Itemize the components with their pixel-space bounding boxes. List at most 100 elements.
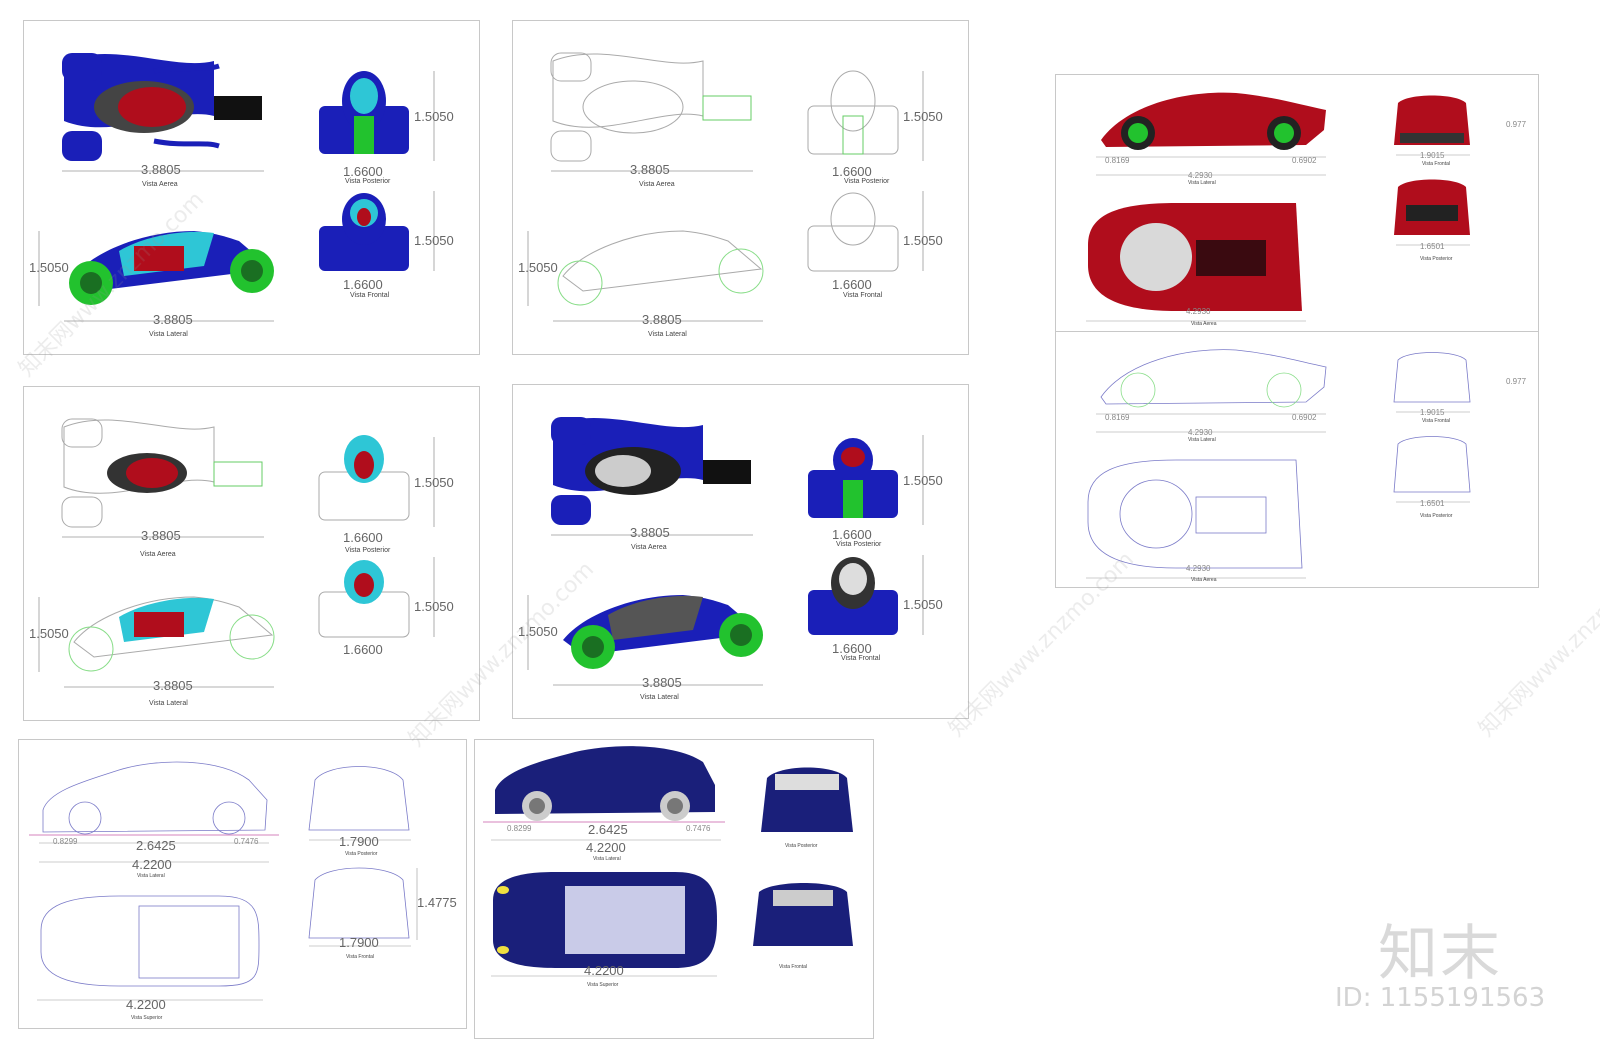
top-view-caption: Vista Aerea [631, 544, 667, 551]
side-view [69, 231, 274, 305]
wheelbase-dim: 2.6425 [136, 838, 176, 853]
top-view-caption: Vista Aerea [140, 551, 176, 558]
front-height-dim: 0.977 [1506, 120, 1527, 129]
sheet-hatchback-line: 0.8299 0.7476 2.6425 4.2200 Vista Latera… [18, 739, 467, 1029]
front-height-dim: 1.4775 [417, 895, 457, 910]
concept-color-1-drawing [38, 53, 435, 322]
rear-view-caption: Vista Posterior [844, 178, 890, 185]
concept-interior-drawing [38, 418, 435, 688]
front-overhang-dim: 0.8299 [53, 837, 78, 846]
rear-height-dim: 1.5050 [903, 473, 943, 488]
top-length-dim: 4.2200 [126, 997, 166, 1012]
rear-overhang-dim: 0.7476 [686, 824, 711, 833]
brand-logo: 知末 [1378, 919, 1502, 989]
front-width-dim: 1.6600 [832, 641, 872, 656]
top-length-dim: 4.2930 [1186, 307, 1211, 316]
front-height-dim: 1.5050 [903, 597, 943, 612]
rear-view-caption: Vista Posterior [836, 541, 882, 548]
side-view-caption: Vista Lateral [648, 331, 687, 338]
rear-width-dim: 1.6501 [1420, 242, 1445, 251]
concept-line-1-drawing [527, 52, 924, 322]
side-length-dim: 3.8805 [153, 312, 193, 327]
rear-height-dim: 1.5050 [414, 475, 454, 490]
hatchback-color-drawing [483, 746, 853, 977]
side-front-overhang-dim: 0.8169 [1105, 413, 1130, 422]
top-view-caption: Vista Aerea [1191, 577, 1217, 583]
top-view-caption: Vista Aerea [1191, 321, 1217, 327]
top-view-caption: Vista Superior [131, 1015, 163, 1021]
rear-width-dim: 1.6600 [343, 164, 383, 179]
hypercar-color-drawing [1086, 92, 1470, 322]
sheet-concept-line-1: 3.8805 Vista Aerea 1.5050 1.6600 Vista P… [512, 20, 969, 355]
top-length-dim: 3.8805 [141, 162, 181, 177]
front-width-dim: 1.7900 [339, 935, 379, 950]
rear-view-caption: Vista Posterior [1420, 513, 1453, 519]
side-front-overhang-dim: 0.8169 [1105, 156, 1130, 165]
rear-view-caption: Vista Posterior [1420, 256, 1453, 262]
sheet-hypercar-color: 0.8169 0.6902 4.2930 Vista Lateral 1.901… [1055, 74, 1539, 332]
hatchback-line-drawing [29, 761, 418, 1001]
side-view-caption: Vista Lateral [149, 700, 188, 707]
length-dim: 4.2200 [586, 840, 626, 855]
side-height-dim: 1.5050 [29, 626, 69, 641]
top-view-caption: Vista Superior [587, 982, 619, 988]
front-view-caption: Vista Frontal [841, 655, 881, 662]
side-view-caption: Vista Lateral [1188, 437, 1216, 443]
sheet-concept-interior: 3.8805 Vista Aerea 1.5050 1.6600 Vista P… [23, 386, 480, 721]
side-height-dim: 1.5050 [29, 260, 69, 275]
side-view-caption: Vista Lateral [1188, 180, 1216, 186]
front-view-caption: Vista Frontal [843, 292, 883, 299]
sheet-hatchback-color: 0.8299 0.7476 2.6425 4.2200 Vista Latera… [474, 739, 874, 1039]
hypercar-line-drawing [1086, 349, 1471, 579]
front-overhang-dim: 0.8299 [507, 824, 532, 833]
front-view-caption: Vista Frontal [346, 954, 374, 960]
rear-height-dim: 1.5050 [414, 109, 454, 124]
top-length-dim: 4.2930 [1186, 564, 1211, 573]
side-view-caption: Vista Lateral [593, 856, 621, 862]
asset-id: ID: 1155191563 [1335, 983, 1546, 1013]
front-height-dim: 1.5050 [903, 233, 943, 248]
rear-width-dim: 1.6600 [832, 527, 872, 542]
side-length-dim: 3.8805 [642, 675, 682, 690]
side-length-dim: 4.2930 [1188, 428, 1213, 437]
side-rear-overhang-dim: 0.6902 [1292, 156, 1317, 165]
side-view-caption: Vista Lateral [149, 331, 188, 338]
side-view-caption: Vista Lateral [640, 694, 679, 701]
front-width-dim: 1.6600 [832, 277, 872, 292]
front-width-dim: 1.6600 [343, 277, 383, 292]
rear-view-caption: Vista Posterior [785, 843, 818, 849]
front-height-dim: 1.5050 [414, 599, 454, 614]
length-dim: 4.2200 [132, 857, 172, 872]
rear-width-dim: 1.6600 [832, 164, 872, 179]
rear-height-dim: 1.5050 [903, 109, 943, 124]
top-view-caption: Vista Aerea [639, 181, 675, 188]
side-length-dim: 3.8805 [642, 312, 682, 327]
side-length-dim: 3.8805 [153, 678, 193, 693]
front-width-dim: 1.6600 [343, 642, 383, 657]
rear-view [319, 71, 409, 154]
rear-view-caption: Vista Posterior [345, 851, 378, 857]
side-view-caption: Vista Lateral [137, 873, 165, 879]
concept-color-2-drawing [527, 417, 924, 686]
side-height-dim: 1.5050 [518, 624, 558, 639]
rear-view-caption: Vista Posterior [345, 547, 391, 554]
rear-overhang-dim: 0.7476 [234, 837, 259, 846]
rear-view-caption: Vista Posterior [345, 178, 391, 185]
sheet-concept-color-2: 3.8805 Vista Aerea 1.5050 1.6600 Vista P… [512, 384, 969, 719]
front-width-dim: 1.9015 [1420, 151, 1445, 160]
rear-width-dim: 1.6600 [343, 530, 383, 545]
sheet-concept-color-1: 3.8805 Vista Aerea 1.5050 1.6600 Vista P… [23, 20, 480, 355]
top-length-dim: 3.8805 [630, 162, 670, 177]
front-height-dim: 0.977 [1506, 377, 1527, 386]
front-view-caption: Vista Frontal [779, 964, 807, 970]
side-height-dim: 1.5050 [518, 260, 558, 275]
front-height-dim: 1.5050 [414, 233, 454, 248]
front-view-caption: Vista Frontal [1422, 161, 1450, 167]
side-rear-overhang-dim: 0.6902 [1292, 413, 1317, 422]
top-length-dim: 3.8805 [630, 525, 670, 540]
sheet-hypercar-line: 0.8169 0.6902 4.2930 Vista Lateral 1.901… [1055, 331, 1539, 588]
front-view [319, 193, 409, 271]
front-view-caption: Vista Frontal [1422, 418, 1450, 424]
front-width-dim: 1.9015 [1420, 408, 1445, 417]
front-view-caption: Vista Frontal [350, 292, 390, 299]
